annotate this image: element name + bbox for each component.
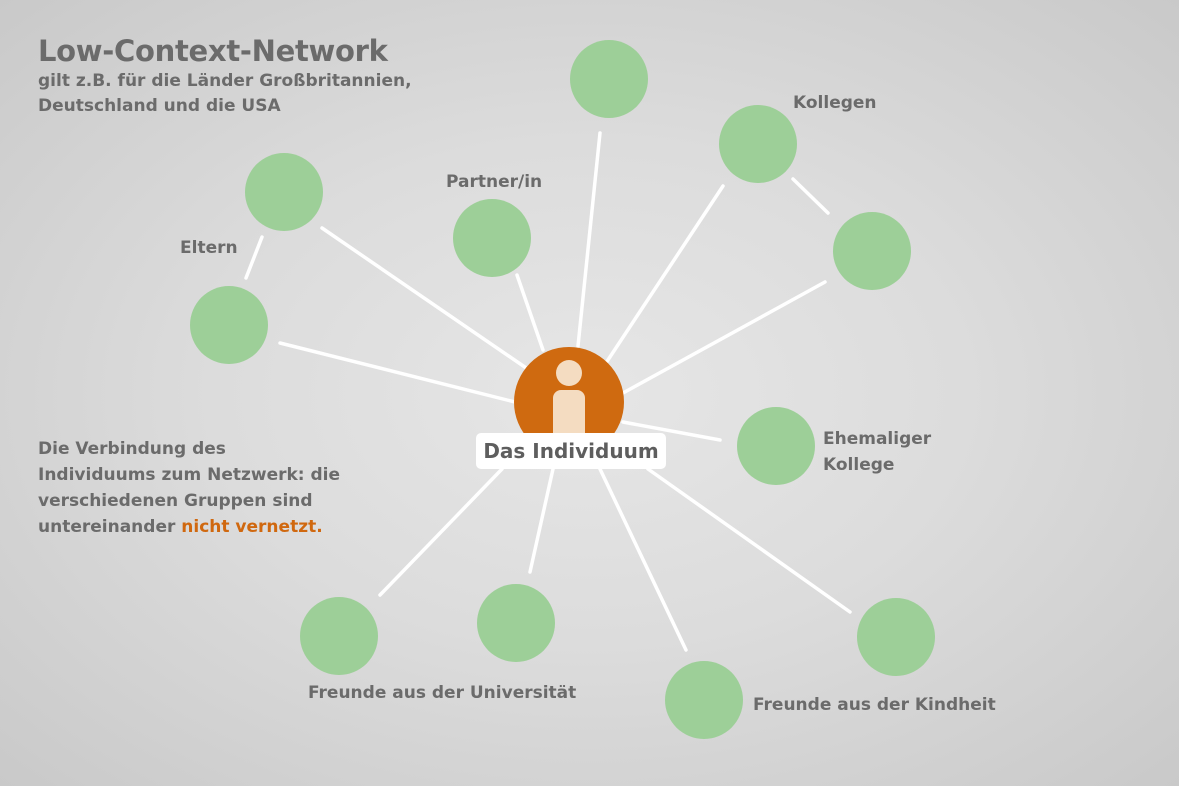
node-uni-1	[300, 597, 378, 675]
icon-body	[553, 390, 585, 442]
edge-eltern-internal	[244, 235, 264, 280]
node-kollegen-2	[833, 212, 911, 290]
node-eltern-2	[190, 286, 268, 364]
node-eltern-1	[245, 153, 323, 231]
page-title: Low-Context-Network	[38, 34, 388, 68]
subtitle-line-1: gilt z.B. für die Länder Großbritannien,	[38, 71, 412, 91]
label-kindheit: Freunde aus der Kindheit	[753, 695, 996, 715]
description-line-3: verschiedenen Gruppen sind	[38, 491, 313, 511]
node-ehemaliger	[737, 407, 815, 485]
edge-partner	[515, 273, 545, 352]
group-nodes	[190, 40, 935, 739]
edge-kollegen-1	[602, 184, 725, 368]
description-line-4-prefix: untereinander	[38, 517, 182, 537]
label-eltern: Eltern	[180, 238, 238, 258]
edge-eltern-2	[278, 341, 517, 404]
node-uni-2	[477, 584, 555, 662]
edge-kindheit-2	[646, 467, 852, 614]
description-line-1: Die Verbindung des	[38, 439, 226, 459]
edge-kollegen-2	[621, 280, 827, 395]
subtitle-line-2: Deutschland und die USA	[38, 96, 281, 116]
edge-eltern-1	[320, 226, 534, 374]
description-line-4: untereinander nicht vernetzt.	[38, 514, 378, 540]
label-kollegen: Kollegen	[793, 93, 877, 113]
description-highlight: nicht vernetzt.	[181, 517, 323, 537]
title-block: Low-Context-Network gilt z.B. für die Lä…	[38, 34, 412, 118]
node-kindheit-1	[665, 661, 743, 739]
description: Die Verbindung des Individuums zum Netzw…	[38, 436, 378, 540]
label-ehemaliger-line-1: Ehemaliger	[823, 429, 932, 449]
edge-kollegen-internal	[791, 177, 830, 215]
label-uni: Freunde aus der Universität	[308, 683, 577, 703]
edge-ehemaliger	[621, 420, 722, 442]
node-top	[570, 40, 648, 118]
node-kollegen-1	[719, 105, 797, 183]
edge-uni-1	[378, 467, 504, 597]
node-kindheit-2	[857, 598, 935, 676]
center-label: Das Individuum	[476, 433, 666, 469]
label-partner: Partner/in	[446, 172, 543, 192]
edge-kindheit-1	[598, 467, 688, 652]
edge-uni-2	[528, 467, 555, 574]
icon-head	[556, 360, 582, 386]
description-line-2: Individuums zum Netzwerk: die	[38, 465, 341, 485]
node-partner	[453, 199, 531, 277]
label-ehemaliger-kollege: Ehemaliger Kollege	[823, 426, 931, 478]
edge-top	[576, 131, 602, 348]
label-ehemaliger-line-2: Kollege	[823, 455, 895, 475]
info-person-icon	[514, 347, 624, 457]
